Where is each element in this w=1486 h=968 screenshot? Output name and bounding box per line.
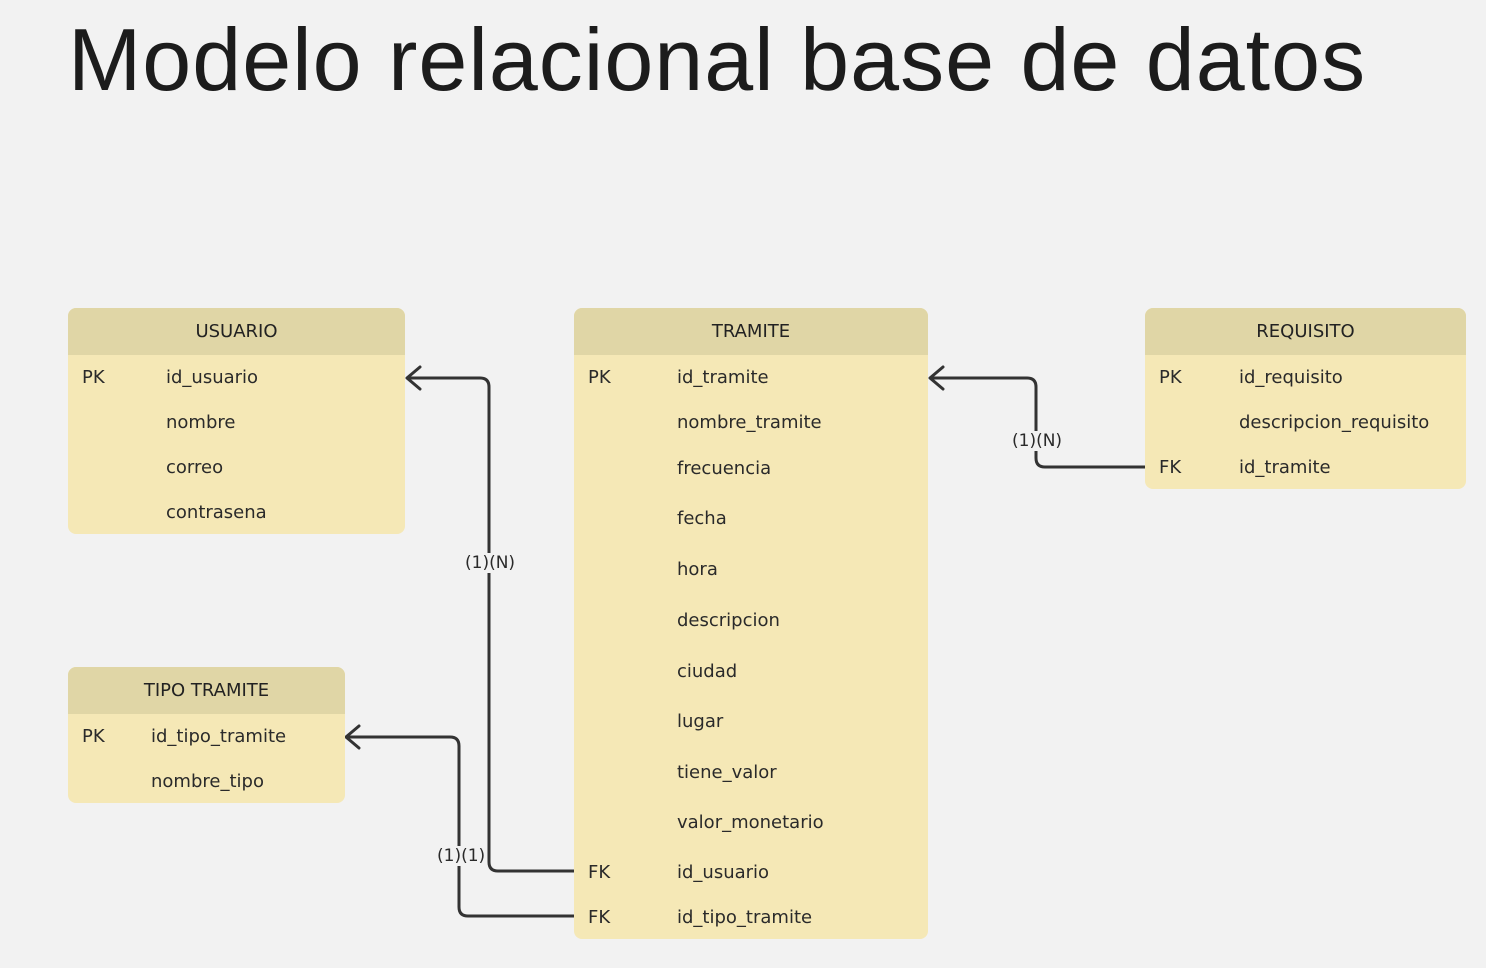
table-row: PK id_usuario (68, 355, 405, 400)
key-label: FK (588, 862, 611, 883)
entity-requisito[interactable]: REQUISITO PK id_requisito descripcion_re… (1145, 308, 1466, 489)
cardinality-label-usuario: (1)(N) (463, 553, 518, 573)
entity-header: TRAMITE (574, 308, 928, 355)
key-label: PK (82, 367, 105, 388)
table-row: fecha (574, 496, 928, 547)
attribute-name: descripcion (677, 610, 780, 631)
table-row: nombre (68, 400, 405, 445)
key-label: PK (1159, 367, 1182, 388)
diagram-title: Modelo relacional base de datos (68, 10, 1367, 109)
attribute-name: id_tipo_tramite (151, 726, 287, 747)
attribute-name: valor_monetario (677, 812, 824, 833)
table-row: hora (574, 547, 928, 598)
table-row: valor_monetario (574, 800, 928, 850)
attribute-name: nombre_tipo (151, 771, 264, 792)
table-row: frecuencia (574, 446, 928, 496)
attribute-name: id_tramite (677, 367, 769, 388)
attribute-name: correo (166, 457, 224, 478)
attribute-name: tiene_valor (677, 762, 777, 783)
entity-header: TIPO TRAMITE (68, 667, 345, 714)
arrowhead-tipo-tramite (344, 724, 361, 750)
entity-header: REQUISITO (1145, 308, 1466, 355)
connector-tramite-usuario (406, 376, 576, 873)
arrowhead-tramite (928, 365, 945, 391)
attribute-name: contrasena (166, 502, 267, 523)
table-row: FK id_tipo_tramite (574, 895, 928, 939)
attribute-name: fecha (677, 508, 727, 529)
entity-usuario[interactable]: USUARIO PK id_usuario nombre correo cont… (68, 308, 405, 534)
table-row: PK id_requisito (1145, 355, 1466, 400)
entity-tipo-tramite[interactable]: TIPO TRAMITE PK id_tipo_tramite nombre_t… (68, 667, 345, 803)
attribute-name: id_tipo_tramite (677, 907, 813, 928)
attribute-name: nombre_tramite (677, 412, 822, 433)
key-label: FK (588, 907, 611, 928)
attribute-name: nombre (166, 412, 236, 433)
attribute-name: ciudad (677, 661, 738, 682)
entity-tramite[interactable]: TRAMITE PK id_tramite nombre_tramite fre… (574, 308, 928, 939)
arrowhead-usuario (405, 365, 422, 391)
attribute-name: lugar (677, 711, 724, 732)
table-row: PK id_tipo_tramite (68, 714, 345, 759)
attribute-name: hora (677, 559, 718, 580)
key-label: FK (1159, 457, 1182, 478)
table-row: lugar (574, 699, 928, 750)
table-row: descripcion (574, 598, 928, 649)
table-row: FK id_tramite (1145, 445, 1466, 489)
attribute-name: descripcion_requisito (1239, 412, 1430, 433)
table-row: correo (68, 445, 405, 490)
table-row: nombre_tipo (68, 759, 345, 803)
attribute-name: id_tramite (1239, 457, 1331, 478)
attribute-name: frecuencia (677, 458, 772, 479)
attribute-name: id_usuario (166, 367, 259, 388)
table-row: FK id_usuario (574, 850, 928, 895)
attribute-name: id_requisito (1239, 367, 1343, 388)
table-row: nombre_tramite (574, 400, 928, 446)
key-label: PK (588, 367, 611, 388)
connector-tramite-tipo (345, 735, 576, 918)
key-label: PK (82, 726, 105, 747)
connector-requisito-tramite (929, 376, 1147, 469)
table-row: ciudad (574, 649, 928, 699)
cardinality-label-requisito: (1)(N) (1010, 431, 1065, 451)
cardinality-label-tipo-tramite: (1)(1) (435, 846, 488, 866)
table-row: PK id_tramite (574, 355, 928, 400)
table-row: descripcion_requisito (1145, 400, 1466, 445)
table-row: contrasena (68, 490, 405, 534)
table-row: tiene_valor (574, 750, 928, 800)
entity-header: USUARIO (68, 308, 405, 355)
attribute-name: id_usuario (677, 862, 770, 883)
